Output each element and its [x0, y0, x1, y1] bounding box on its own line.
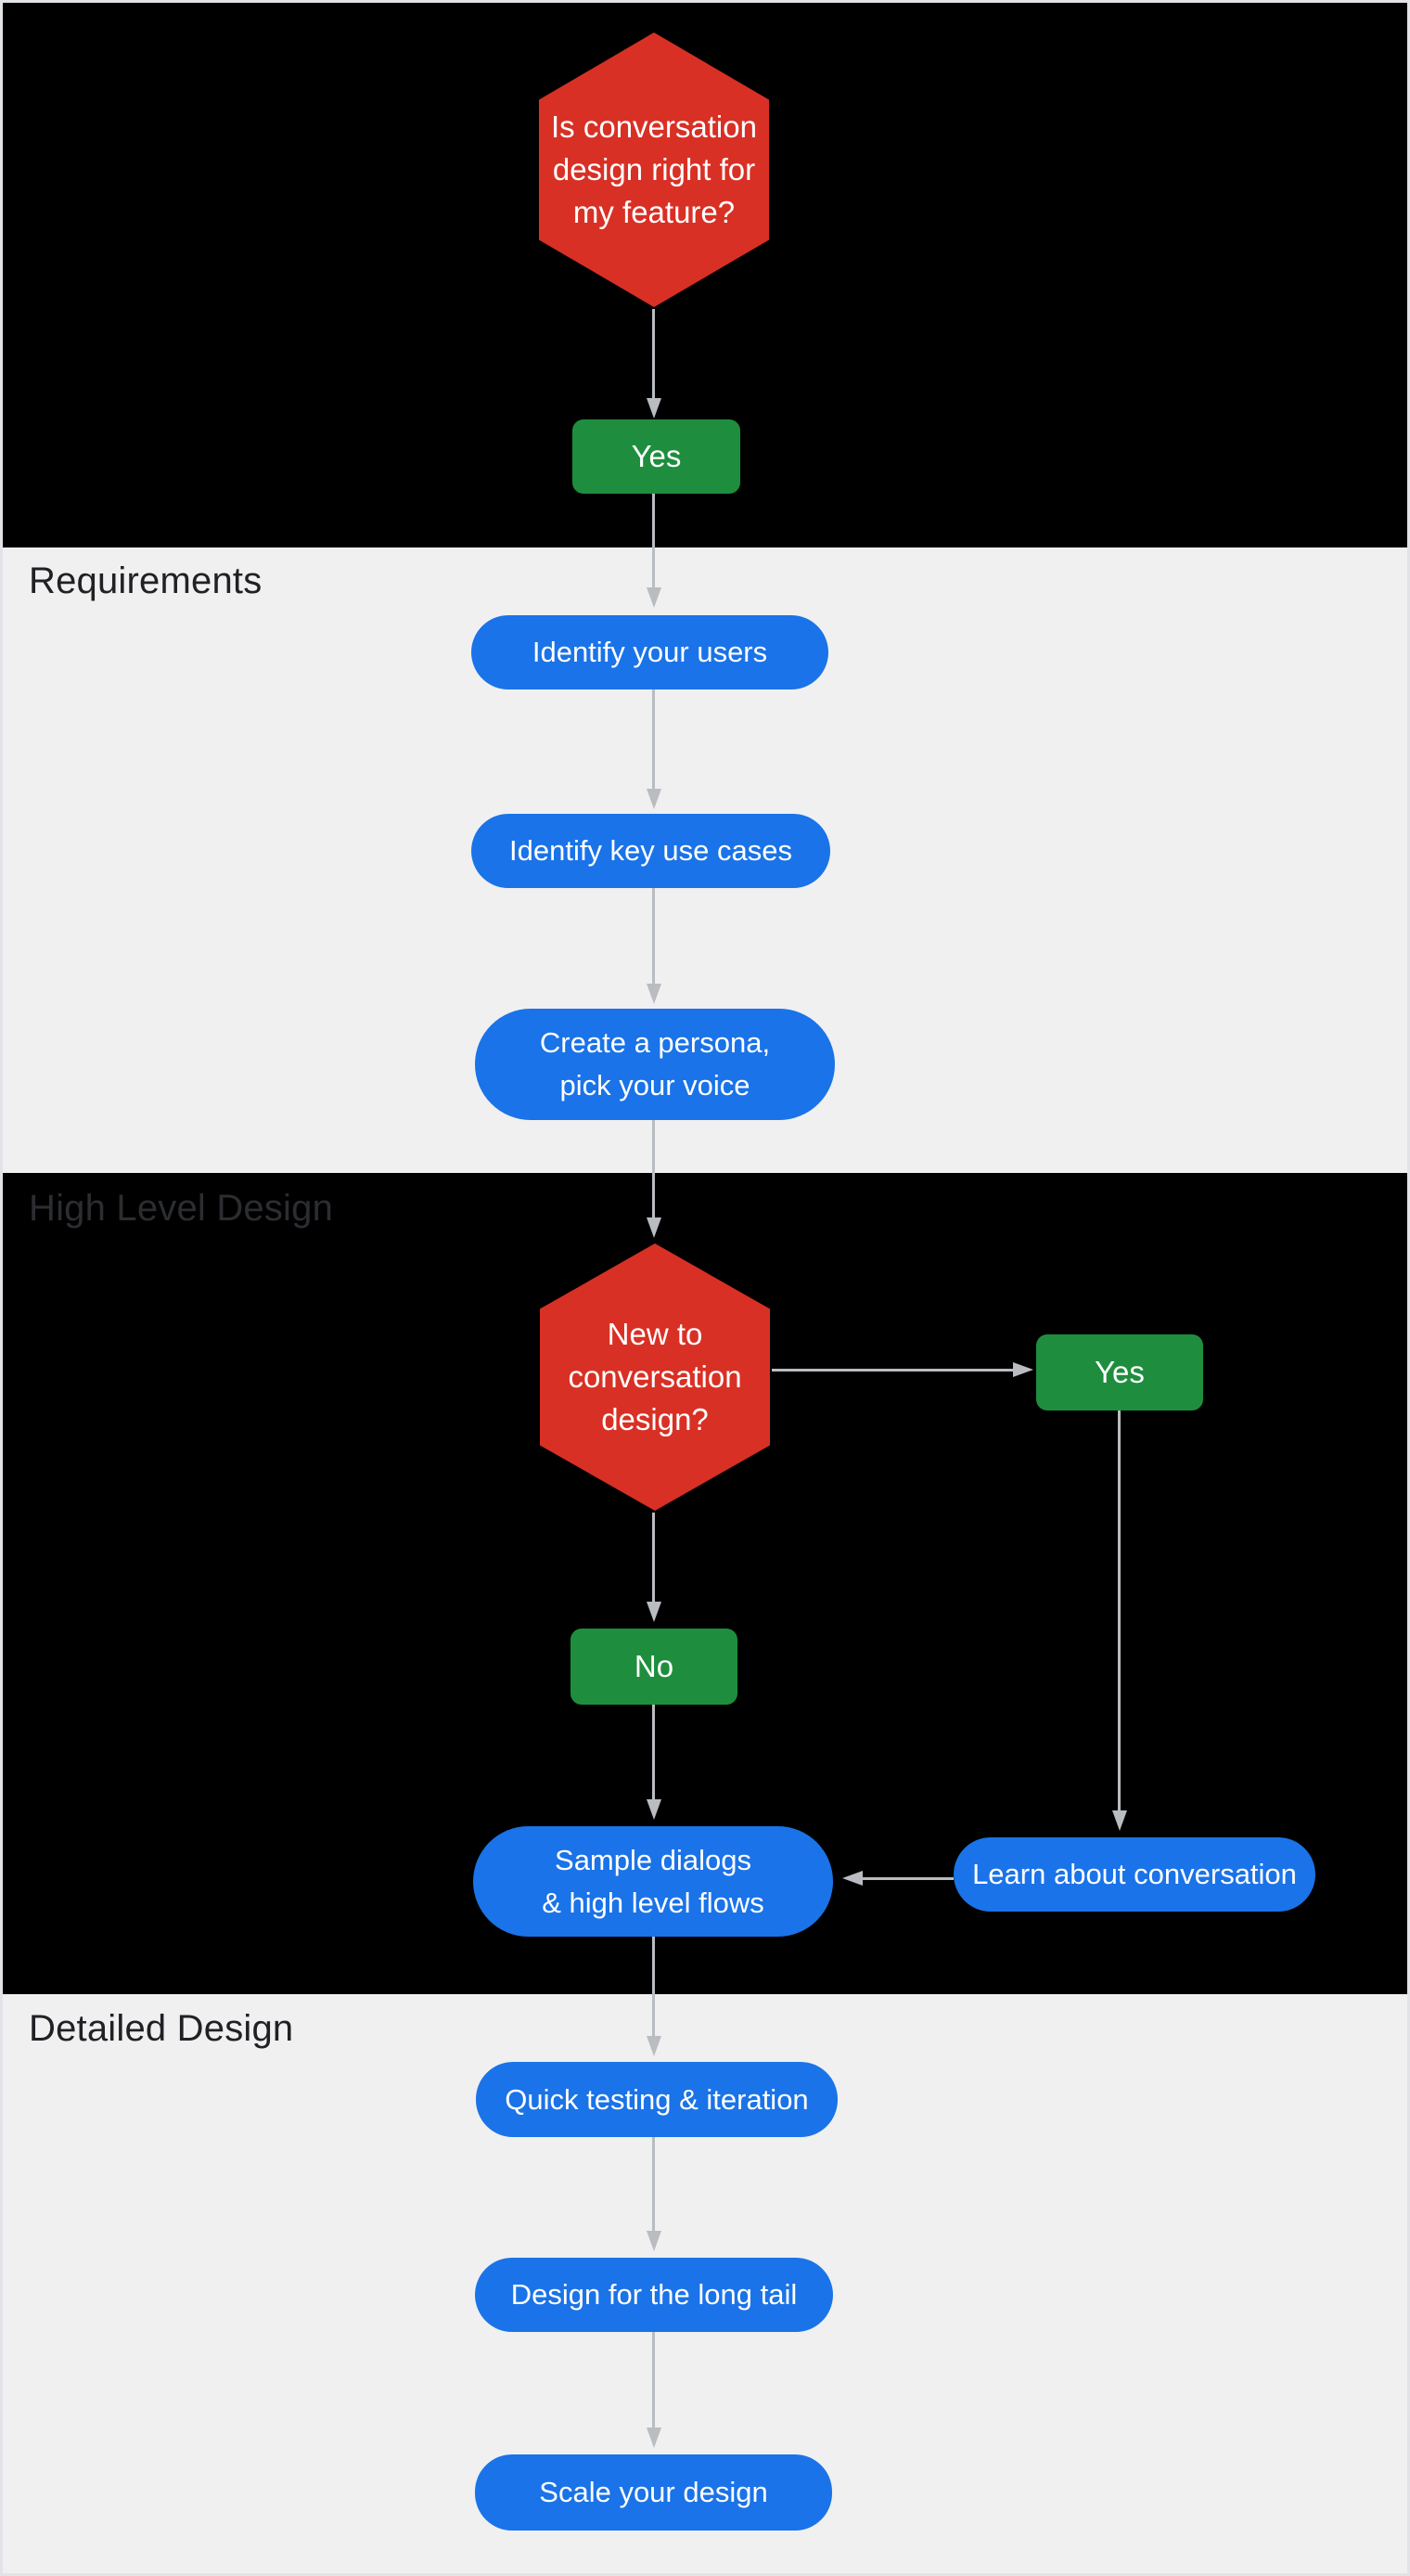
arrow-yes-to-identify-users-line [652, 494, 655, 587]
no-node-new-to-design: No [570, 1629, 737, 1705]
yes-node-new-to-design: Yes [1036, 1334, 1203, 1410]
step-scale-your-design: Scale your design [475, 2454, 832, 2531]
decision-node-new-to-conversation-design: New to conversation design? [540, 1243, 770, 1511]
arrow-down-icon [647, 1217, 661, 1238]
step-identify-key-use-cases: Identify key use cases [471, 814, 830, 888]
decision-text-line: Is conversation [551, 109, 757, 144]
step-label: Design for the long tail [510, 2278, 798, 2311]
yes-node-feature: Yes [572, 419, 740, 494]
arrow-learn-to-sample-line [863, 1877, 954, 1880]
arrow-feature-to-yes-line [652, 309, 655, 398]
yes-label: Yes [631, 439, 682, 473]
section-label-requirements: Requirements [29, 560, 263, 601]
arrow-decision-to-no-line [652, 1513, 655, 1602]
step-label-line: Sample dialogs [555, 1843, 751, 1876]
decision-node-is-conversation-design-right: Is conversation design right for my feat… [539, 32, 769, 307]
arrow-users-to-use-cases-line [652, 689, 655, 789]
step-label: Learn about conversation [972, 1858, 1297, 1890]
arrow-down-icon [647, 1799, 661, 1820]
step-quick-testing-iteration: Quick testing & iteration [476, 2062, 838, 2137]
arrow-down-icon [647, 984, 661, 1004]
arrow-use-cases-to-persona-line [652, 888, 655, 984]
arrow-down-icon [1112, 1810, 1127, 1831]
section-label-high-level-design: High Level Design [29, 1188, 334, 1229]
arrow-quick-to-long-tail-line [652, 2137, 655, 2231]
step-create-persona-pick-voice: Create a persona, pick your voice [475, 1009, 835, 1120]
step-label-line: pick your voice [559, 1069, 750, 1101]
arrow-right-icon [1013, 1362, 1033, 1377]
step-label: Scale your design [539, 2476, 768, 2508]
decision-text-line: design? [601, 1402, 709, 1436]
step-design-for-long-tail: Design for the long tail [475, 2258, 833, 2332]
step-learn-about-conversation: Learn about conversation [954, 1837, 1315, 1912]
arrow-down-icon [647, 2036, 661, 2056]
arrow-down-icon [647, 2428, 661, 2448]
decision-text-line: design right for [552, 152, 756, 187]
arrow-yes-to-learn-line [1118, 1410, 1121, 1810]
yes-label: Yes [1095, 1355, 1145, 1389]
arrow-down-icon [647, 398, 661, 419]
step-sample-dialogs-high-level-flows: Sample dialogs & high level flows [473, 1826, 833, 1937]
decision-text-line: New to [607, 1317, 703, 1351]
arrow-down-icon [647, 1602, 661, 1622]
arrow-down-icon [647, 587, 661, 608]
arrow-no-to-sample-dialogs-line [652, 1705, 655, 1799]
arrow-down-icon [647, 2231, 661, 2251]
no-label: No [634, 1649, 674, 1683]
arrow-left-icon [842, 1871, 863, 1886]
step-label-line: Create a persona, [539, 1026, 771, 1059]
step-label-line: & high level flows [542, 1886, 764, 1919]
section-label-detailed-design: Detailed Design [29, 2008, 294, 2049]
step-label: Identify your users [532, 636, 768, 668]
decision-text-line: conversation [568, 1359, 742, 1394]
arrow-sample-to-quick-testing-line [652, 1937, 655, 2036]
arrow-long-tail-to-scale-line [652, 2332, 655, 2428]
step-identify-your-users: Identify your users [471, 615, 828, 689]
arrow-down-icon [647, 789, 661, 809]
decision-text-line: my feature? [572, 195, 736, 229]
step-label: Identify key use cases [509, 834, 792, 867]
step-label: Quick testing & iteration [505, 2082, 809, 2116]
arrow-persona-to-new-decision-line [652, 1120, 655, 1217]
arrow-decision-to-yes-line [772, 1369, 1013, 1372]
